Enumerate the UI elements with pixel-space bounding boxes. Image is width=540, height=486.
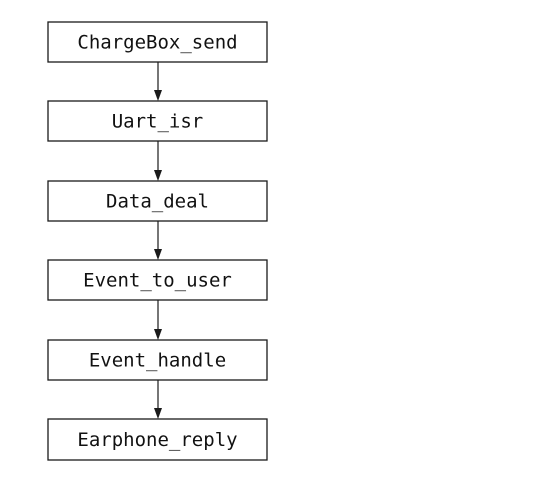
node-label: Earphone_reply — [77, 429, 237, 451]
arrow-event-handle-to-earphone-reply — [154, 380, 162, 419]
node-label: Uart_isr — [112, 111, 204, 133]
node-chargebox-send: ChargeBox_send — [47, 21, 268, 63]
arrow-data-deal-to-event-to-user — [154, 221, 162, 260]
node-label: ChargeBox_send — [77, 32, 237, 54]
node-uart-isr: Uart_isr — [47, 100, 268, 142]
node-earphone-reply: Earphone_reply — [47, 418, 268, 461]
arrow-event-to-user-to-event-handle — [154, 300, 162, 340]
node-data-deal: Data_deal — [47, 180, 268, 222]
node-label: Event_handle — [89, 350, 226, 372]
arrow-uart-to-data-deal — [154, 141, 162, 181]
node-label: Data_deal — [106, 191, 209, 213]
node-label: Event_to_user — [83, 270, 232, 292]
node-event-handle: Event_handle — [47, 339, 268, 381]
node-event-to-user: Event_to_user — [47, 259, 268, 301]
arrow-chargebox-to-uart — [154, 62, 162, 101]
